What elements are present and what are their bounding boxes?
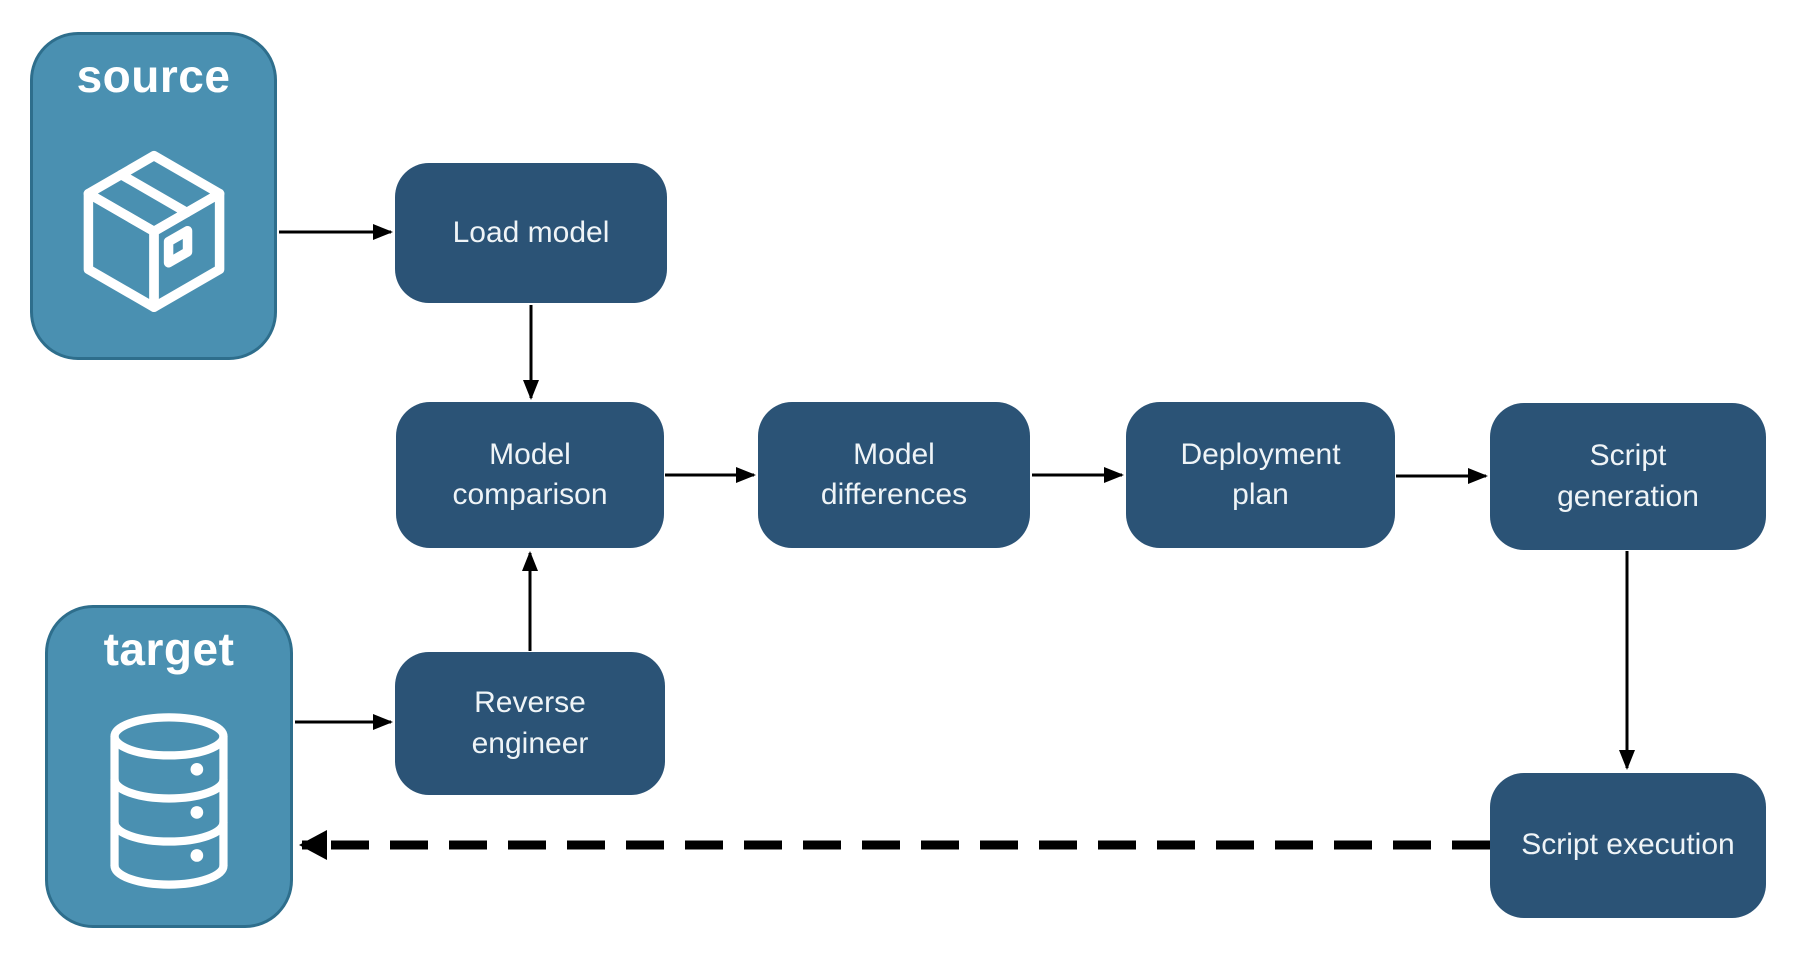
node-model-comparison-label: Model comparison — [452, 437, 608, 512]
node-deployment-plan: Deployment plan — [1126, 402, 1395, 548]
node-reverse-engineer-label: Reverse engineer — [471, 686, 589, 760]
package-icon — [33, 103, 274, 357]
node-reverse-engineer: Reverse engineer — [395, 652, 665, 795]
node-target: target — [45, 605, 293, 928]
node-model-comparison: Model comparison — [396, 402, 664, 548]
node-load-model-label: Load model — [452, 215, 610, 249]
node-load-model: Load model — [395, 163, 667, 303]
node-script-execution: Script execution — [1490, 773, 1766, 918]
node-source: source — [30, 32, 277, 360]
node-model-differences: Model differences — [758, 402, 1030, 548]
node-target-label: target — [103, 623, 235, 675]
node-model-differences-label: Model differences — [820, 437, 968, 512]
node-script-generation: Script generation — [1490, 403, 1766, 550]
database-icon — [48, 676, 290, 925]
node-source-label: source — [76, 50, 231, 102]
node-deployment-plan-label: Deployment plan — [1180, 437, 1341, 512]
node-script-execution-label: Script execution — [1521, 828, 1735, 862]
node-script-generation-label: Script generation — [1557, 439, 1699, 513]
